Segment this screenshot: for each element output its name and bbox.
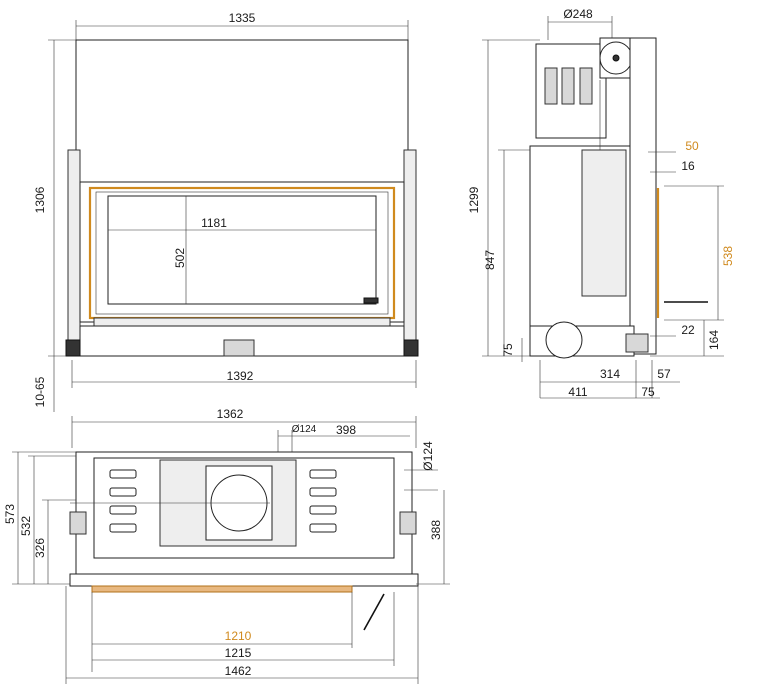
side-vent-2 [561,67,575,105]
side-rear-pillar [629,37,657,355]
top-offset-label: 398 [336,423,356,437]
front-width-top-label: 1335 [229,11,256,25]
top-door-strip [91,585,353,593]
side-lower-height-label: 847 [483,250,497,270]
top-right-vent-2 [309,487,337,497]
top-left-vent-2 [109,487,137,497]
front-width-bottom-label: 1392 [227,369,254,383]
front-right-frame [403,149,417,341]
top-left-vent-1 [109,469,137,479]
side-gap-label: 22 [681,323,695,337]
side-foot-label: 75 [501,343,515,357]
top-width-label: 1362 [217,407,244,421]
top-front-plate [69,573,419,587]
front-glass-width-label: 1181 [201,216,227,230]
side-door-height-label: 538 [721,246,735,266]
top-depth-388-label: 388 [429,520,443,540]
top-width-1210-label: 1210 [225,629,252,643]
front-right-foot [403,339,419,357]
side-depth-57-label: 57 [657,367,671,381]
front-base-strip [93,317,391,327]
top-depth-573-label: 573 [3,504,17,524]
side-bottom-height-label: 164 [707,330,721,350]
front-handle [363,297,379,304]
front-body [79,181,405,323]
top-view: 1362 Ø124 398 Ø124 [3,407,450,684]
front-door-inner [95,191,389,315]
side-vent-1 [544,67,558,105]
top-left-bracket [69,511,87,535]
front-glass [107,195,377,305]
front-left-foot [65,339,81,357]
top-width-1215-label: 1215 [225,646,252,660]
top-depth-532-label: 532 [19,516,33,536]
side-depth-411-label: 411 [568,385,587,399]
side-air-inlet [545,321,583,359]
top-left-vent-3 [109,505,137,515]
top-right-bracket [399,511,417,535]
front-hood [75,39,409,193]
side-inner-panel [581,149,627,297]
side-depth-75-label: 75 [641,385,655,399]
front-height-label: 1306 [33,186,47,213]
side-frame-inner-label: 16 [681,159,695,173]
side-depth-314-label: 314 [600,367,620,381]
top-right-vent-3 [309,505,337,515]
top-depth-326-label: 326 [33,538,47,558]
top-right-vent-1 [309,469,337,479]
top-side-inlet-diameter-label: Ø124 [421,441,435,471]
top-handle [363,593,385,631]
side-vent-3 [579,67,593,105]
front-left-frame [67,149,81,341]
side-foot-block [625,333,649,353]
top-inlet-diameter-label: Ø124 [292,424,317,435]
front-view: 1335 1181 502 1306 10-6 [33,11,419,412]
front-air-slide [223,339,255,357]
top-right-vent-4 [309,523,337,533]
front-glass-height-label: 502 [173,248,187,268]
top-width-1462-label: 1462 [225,664,252,678]
side-view: Ø248 1299 847 75 [467,7,735,399]
side-damper-hub [612,54,620,62]
front-foot-height-label: 10-65 [33,376,47,407]
side-height-label: 1299 [467,186,481,213]
side-flue-diameter-label: Ø248 [563,7,593,21]
top-left-vent-4 [109,523,137,533]
side-frame-depth-label: 50 [685,139,699,153]
